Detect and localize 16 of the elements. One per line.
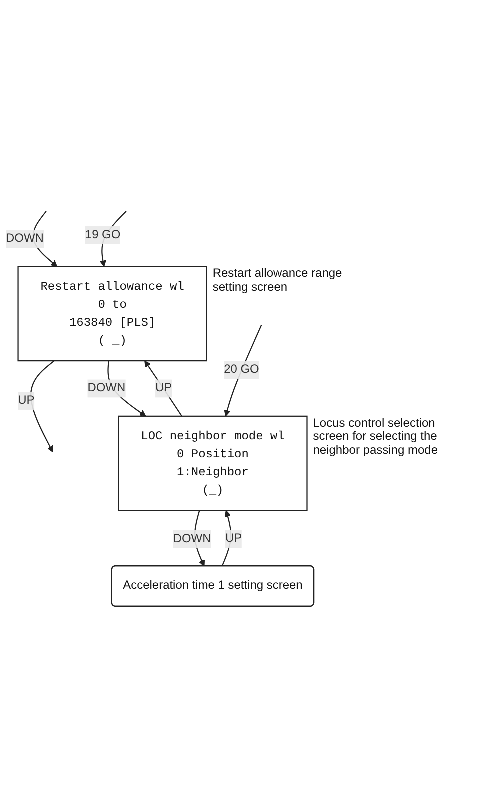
edge-label: UP <box>225 532 242 546</box>
arrow <box>224 325 262 417</box>
edge-label: UP <box>156 382 172 395</box>
edge-label: DOWN <box>6 232 44 246</box>
screen-caption: Locus control selection screen for selecting the neighbor passing mode <box>313 416 439 458</box>
edge-label: DOWN <box>88 382 126 395</box>
arrow <box>144 361 182 417</box>
edge-label: DOWN <box>173 532 212 546</box>
node-box <box>118 416 308 512</box>
arrow <box>222 510 232 567</box>
edge-label: UP <box>18 394 35 408</box>
screen-caption: Restart allowance range setting screen <box>212 267 344 295</box>
arrow <box>30 360 55 453</box>
edge-label: 19 GO <box>85 228 121 242</box>
edge-label: 20 GO <box>224 364 260 376</box>
node-box <box>18 266 208 362</box>
